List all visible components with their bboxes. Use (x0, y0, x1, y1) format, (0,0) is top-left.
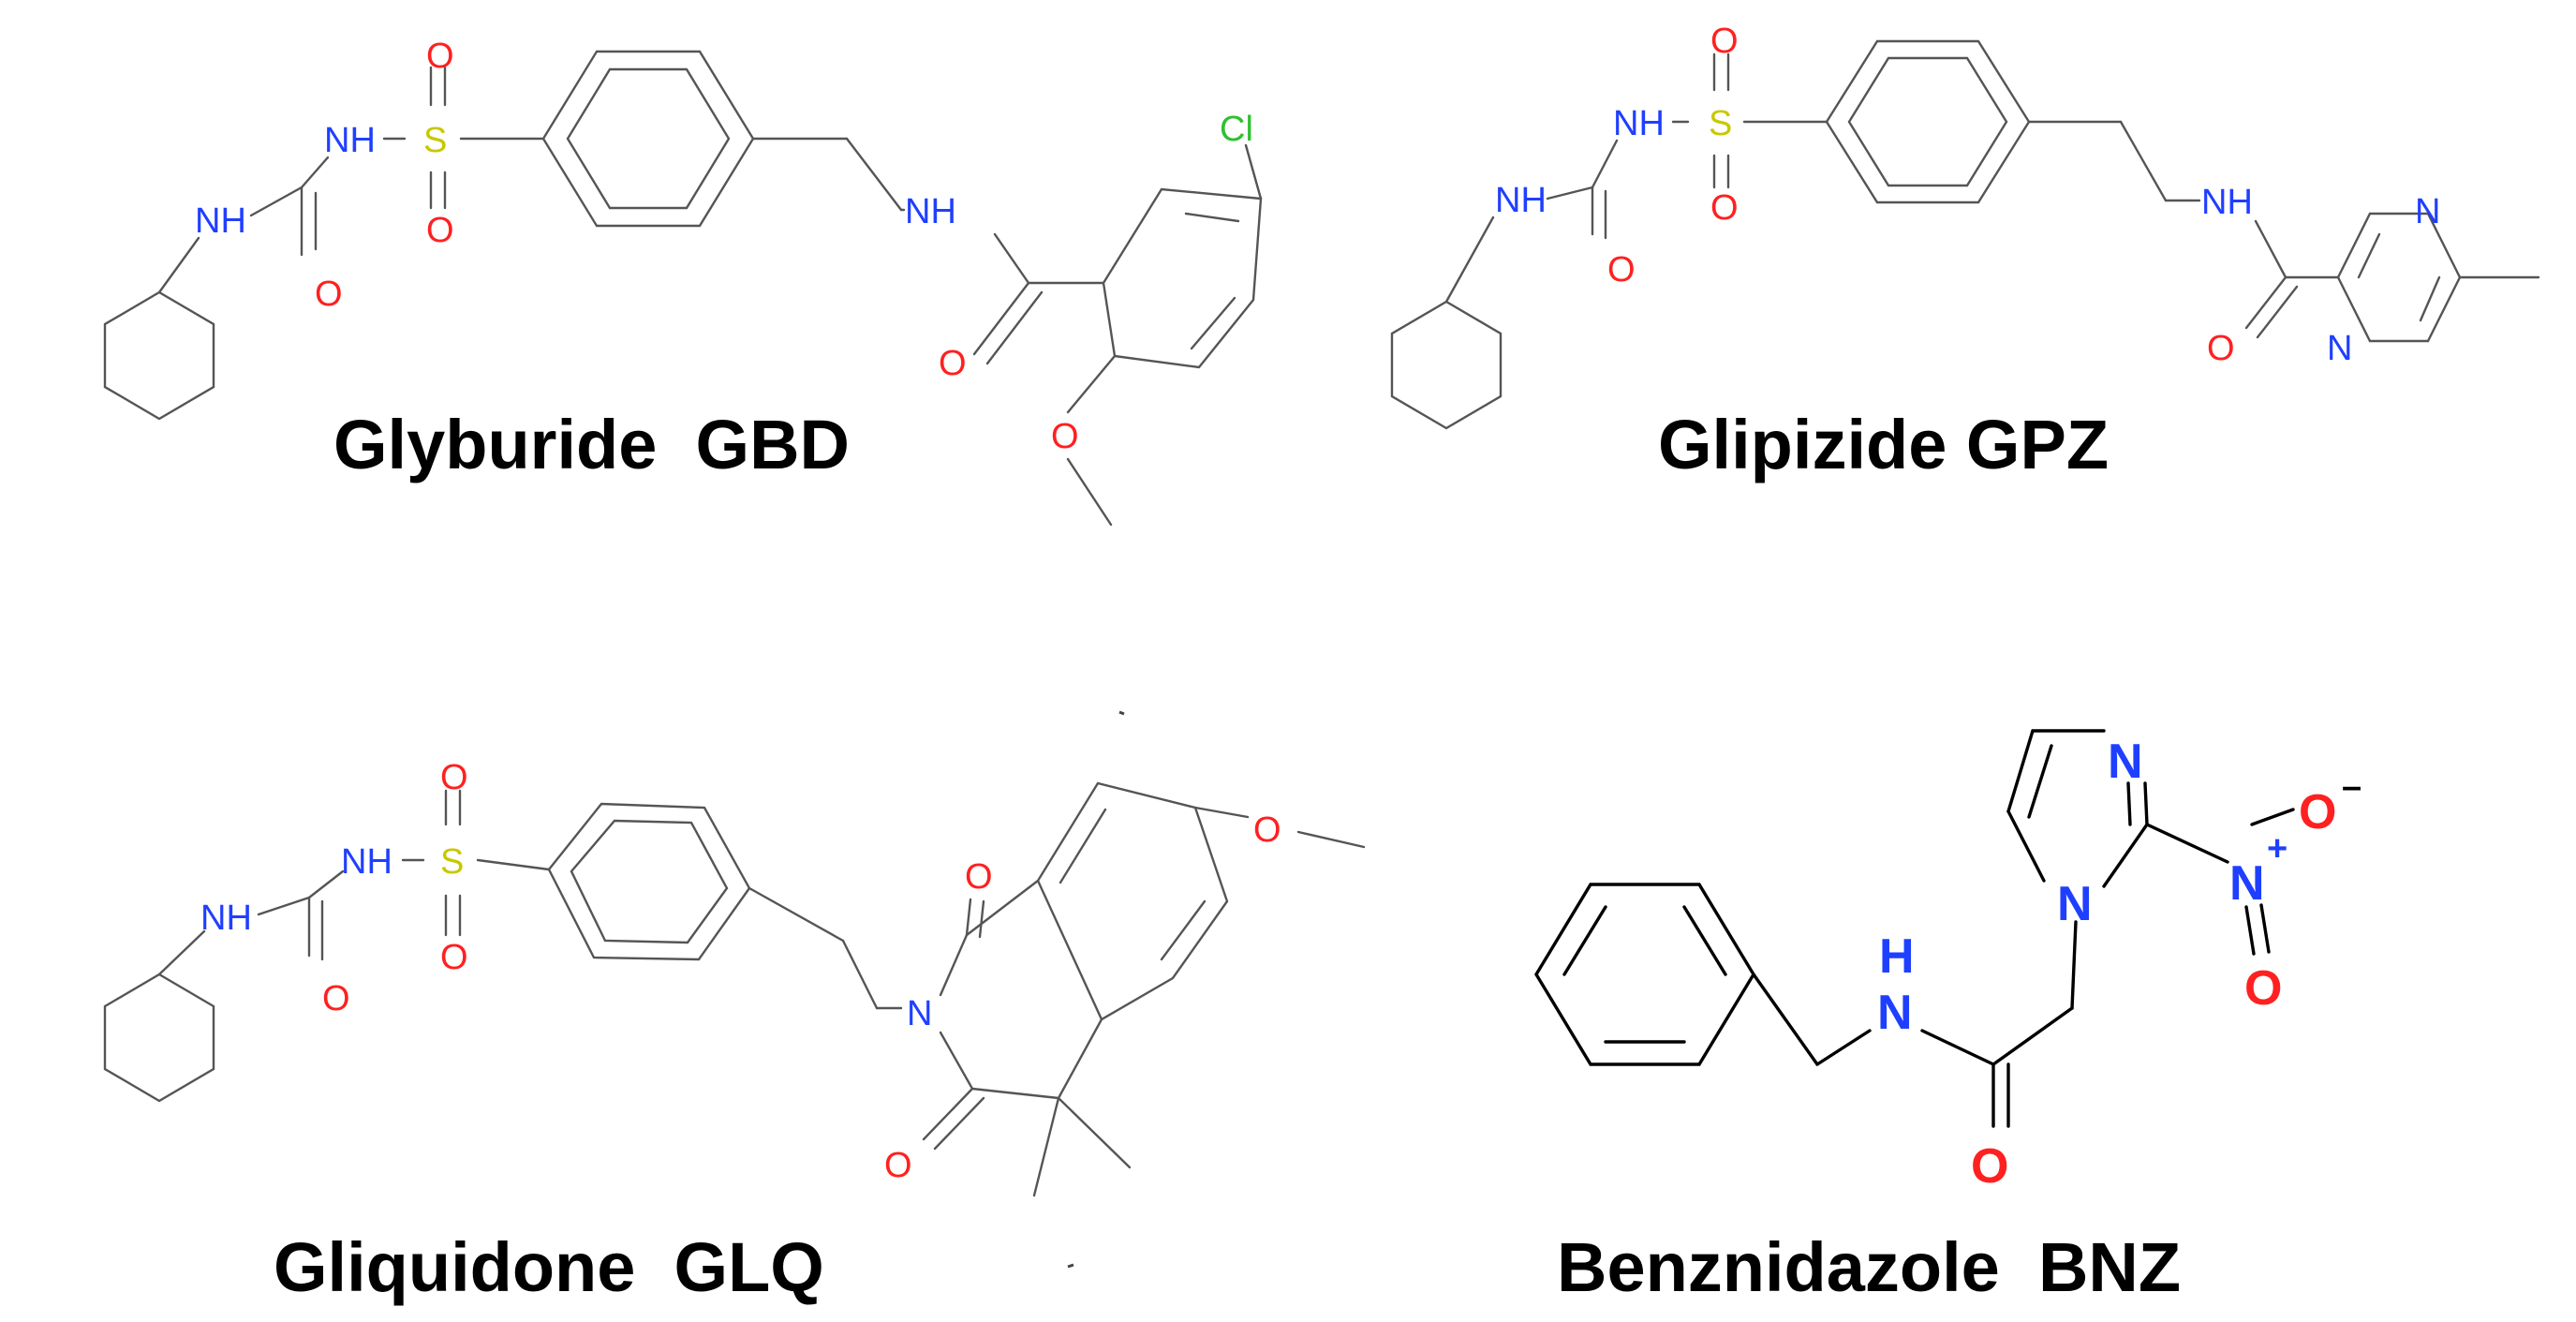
glipizide-bonds (1390, 39, 2540, 430)
gliquidone-oxygen-ring-top-label: O (965, 857, 993, 897)
glyburide-chlorine-label: Cl (1220, 110, 1253, 149)
molecule-glipizide: NH S O O NH O NH O N N Glipizide GPZ (1390, 22, 2540, 483)
glyburide-oxygen-amide-label: O (939, 344, 967, 383)
gliquidone-bonds (103, 781, 1366, 1197)
benznidazole-oxygen-amide-label: O (1971, 1139, 2008, 1194)
glyburide-oxygen-top-label: O (426, 37, 454, 76)
stray-mark-top (1118, 710, 1125, 716)
benznidazole-nitrogen-nitro-label: N (2229, 856, 2265, 911)
gliquidone-caption: Gliquidone GLQ (274, 1228, 824, 1306)
glipizide-nh-amide-label: NH (2201, 183, 2253, 222)
gliquidone-oxygen-top-label: O (440, 758, 468, 797)
gliquidone-nh-sulfonyl-label: NH (341, 842, 392, 882)
gliquidone-nitrogen-ring-label: N (907, 994, 932, 1033)
benznidazole-nitrogen-amide-label: N (1877, 986, 1913, 1040)
benznidazole-nitro-plus-label: + (2267, 829, 2287, 869)
benznidazole-bonds (1534, 729, 2295, 1128)
glipizide-nh-sulfonyl-label: NH (1613, 104, 1665, 143)
glipizide-oxygen-bottom-label: O (1710, 188, 1739, 228)
gliquidone-sulfur-label: S (440, 842, 464, 882)
benznidazole-caption: Benznidazole BNZ (1557, 1228, 2181, 1306)
molecule-benznidazole: N N H N O N + O – O Benznidazole BNZ (1534, 729, 2361, 1306)
glipizide-oxygen-urea-label: O (1607, 250, 1636, 290)
glyburide-caption: Glyburide GBD (333, 406, 850, 483)
glipizide-nitrogen-bottom-label: N (2327, 329, 2352, 368)
glipizide-oxygen-top-label: O (1710, 22, 1739, 61)
glyburide-oxygen-urea-label: O (315, 275, 343, 314)
glipizide-oxygen-amide-label: O (2207, 329, 2235, 368)
gliquidone-oxygen-bottom-label: O (440, 938, 468, 977)
glipizide-caption: Glipizide GPZ (1658, 406, 2109, 483)
glyburide-oxygen-methoxy-label: O (1051, 417, 1079, 456)
gliquidone-oxygen-methoxy-label: O (1253, 810, 1281, 850)
molecule-gliquidone: NH S O O NH O N O O O Gliquidone GLQ (103, 758, 1366, 1306)
molecule-glyburide: NH S O O NH O NH O O Cl Glyburide GBD (103, 37, 1263, 527)
glyburide-nh-amide-label: NH (905, 192, 956, 231)
benznidazole-oxygen-nitro-bottom-label: O (2244, 961, 2282, 1016)
benznidazole-oxygen-nitro-top-label: O (2299, 785, 2336, 839)
glipizide-nitrogen-top-label: N (2415, 192, 2440, 231)
glyburide-nh-cyclohexyl-label: NH (195, 201, 246, 241)
glyburide-sulfur-label: S (423, 121, 447, 160)
stray-mark-bottom (1067, 1263, 1074, 1269)
benznidazole-nitrogen-imidazole-top-label: N (2108, 735, 2143, 789)
gliquidone-oxygen-urea-label: O (322, 979, 350, 1018)
gliquidone-nh-cyclohexyl-label: NH (200, 899, 252, 938)
benznidazole-nitrogen-imidazole-label: N (2057, 877, 2093, 931)
glyburide-nh-sulfonyl-label: NH (324, 121, 376, 160)
gliquidone-oxygen-ring-bottom-label: O (884, 1146, 912, 1185)
benznidazole-oxygen-minus-label: – (2342, 767, 2361, 807)
glipizide-sulfur-label: S (1709, 104, 1732, 143)
glyburide-oxygen-bottom-label: O (426, 211, 454, 250)
benznidazole-hydrogen-label: H (1879, 929, 1915, 984)
glyburide-bonds (103, 50, 1263, 527)
glipizide-nh-cyclohexyl-label: NH (1495, 181, 1547, 220)
